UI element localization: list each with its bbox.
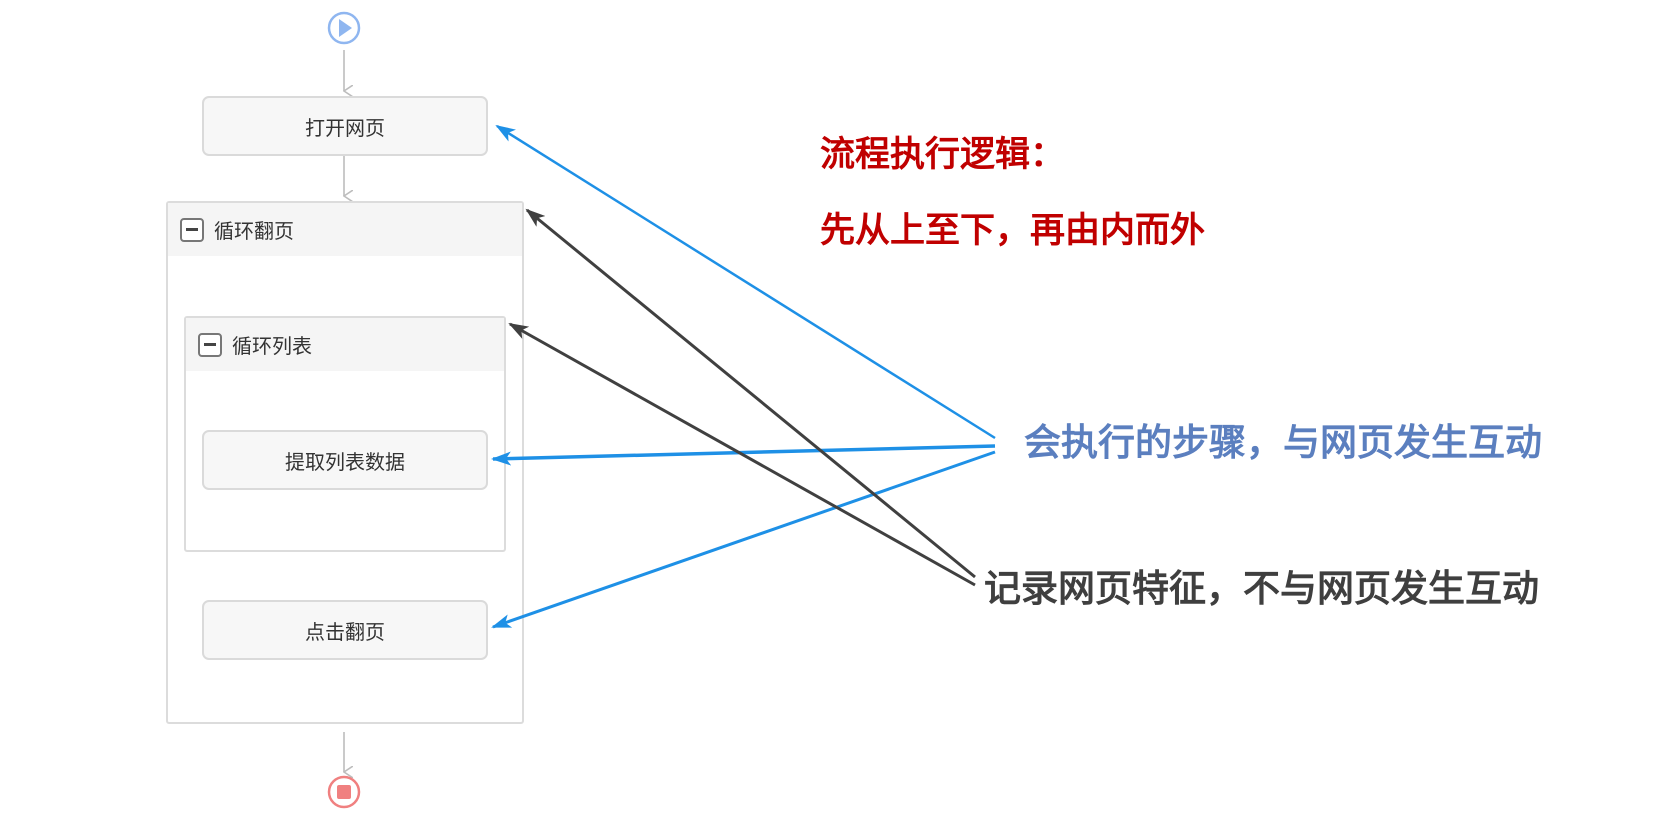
loop-list-header[interactable]: 循环列表 — [186, 318, 504, 371]
step-click-next[interactable]: 点击翻页 — [202, 600, 488, 660]
loop-paging-label: 循环翻页 — [214, 219, 294, 243]
step-extract-data[interactable]: 提取列表数据 — [202, 430, 488, 490]
collapse-icon[interactable] — [198, 332, 222, 357]
logic-description: 先从上至下，再由内而外 — [820, 211, 1206, 251]
step-extract-data-label: 提取列表数据 — [285, 449, 405, 474]
loop-list-label: 循环列表 — [232, 334, 312, 358]
loop-paging-header[interactable]: 循环翻页 — [168, 203, 522, 256]
collapse-icon[interactable] — [180, 217, 204, 242]
record-note: 记录网页特征，不与网页发生互动 — [984, 567, 1539, 610]
step-open-page-label: 打开网页 — [305, 115, 385, 140]
interactive-note: 会执行的步骤，与网页发生互动 — [1024, 421, 1542, 464]
step-click-next-label: 点击翻页 — [305, 619, 385, 644]
logic-title: 流程执行逻辑： — [820, 135, 1066, 175]
step-open-page[interactable]: 打开网页 — [202, 96, 488, 156]
